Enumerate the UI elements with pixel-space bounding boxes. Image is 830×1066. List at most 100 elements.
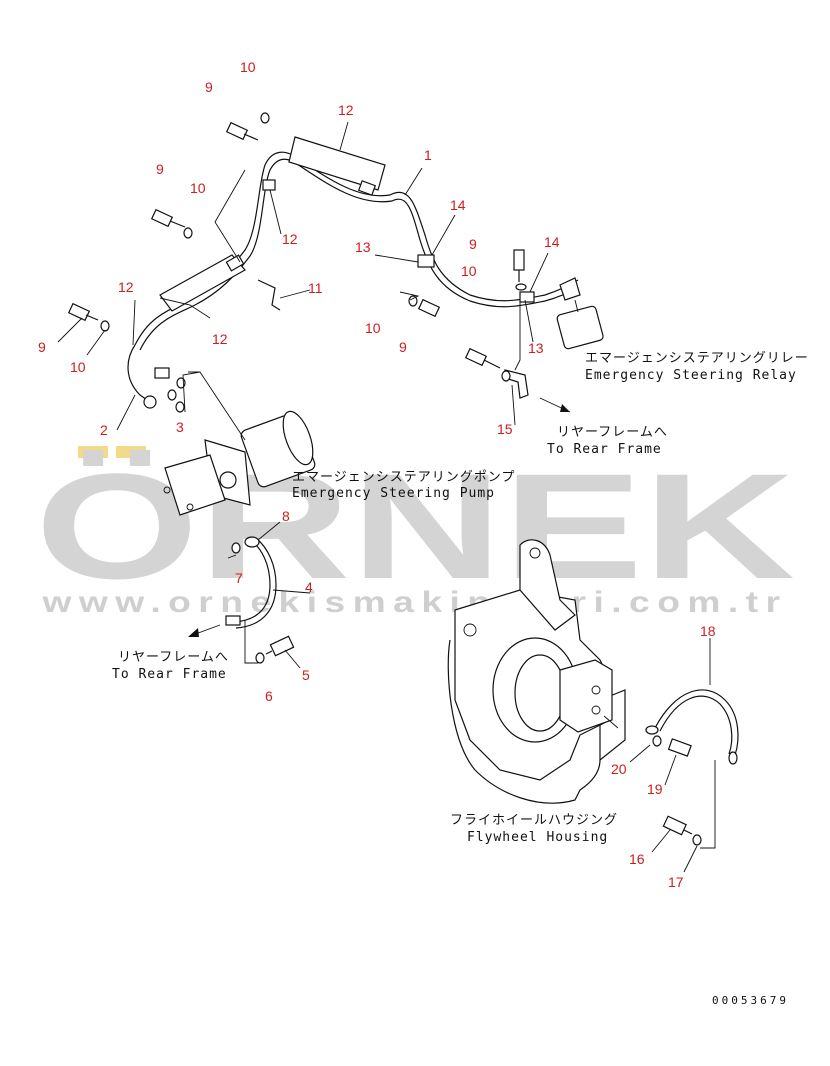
part-number-9-c: 9 [38, 339, 46, 355]
part-number-5: 5 [302, 667, 310, 683]
bolt-9b [150, 208, 186, 228]
protector-sleeve-lower [159, 254, 246, 312]
part-number-17: 17 [668, 874, 684, 890]
part-number-16: 16 [629, 851, 645, 867]
arrow-rear-1-head [560, 404, 570, 412]
part-number-7: 7 [235, 570, 243, 586]
terminal-clip [154, 367, 170, 379]
watermark-url: www.ornekismakinalari.com.tr [41, 586, 787, 619]
part-number-9-d: 9 [469, 236, 477, 252]
bolt-9d-body [513, 249, 525, 271]
part-number-9-a: 9 [205, 79, 213, 95]
bolt-9d [513, 249, 525, 282]
part-number-10-d: 10 [461, 263, 477, 279]
watermark: ÖRNEK www.ornekismakinalari.com.tr [35, 442, 795, 619]
part-number-12-b: 12 [282, 231, 298, 247]
washer-10b [183, 227, 193, 239]
pump-motor-end [282, 410, 314, 466]
block-hole-2 [591, 705, 601, 715]
rear-frame-label-2-jp: リヤーフレームへ [118, 650, 229, 665]
clamp-1 [225, 254, 245, 272]
washer-17 [692, 834, 702, 846]
washer-10a [260, 112, 270, 124]
housing-block [559, 659, 613, 733]
washer-7 [231, 542, 241, 554]
flywheel-label-jp: フライホイールハウジング [450, 813, 618, 828]
part-number-12-a: 12 [338, 102, 354, 118]
rear-frame-label-1-en: To Rear Frame [547, 442, 662, 457]
terminal-2 [143, 395, 157, 409]
flywheel-label-en: Flywheel Housing [467, 830, 608, 845]
flywheel-housing-ear [519, 539, 576, 631]
relay-label-jp: エマージェンシステアリングリレー [585, 351, 809, 366]
washer-10f [501, 370, 511, 382]
terminal-18b [728, 751, 738, 765]
part-number-19: 19 [647, 781, 663, 797]
part-number-10-e: 10 [365, 320, 381, 336]
washer-10e [408, 295, 418, 307]
upper-harness [67, 112, 604, 413]
part-number-8: 8 [282, 508, 290, 524]
part-number-10-b: 10 [190, 180, 206, 196]
part-number-10-c: 10 [70, 359, 86, 375]
part-number-18: 18 [700, 623, 716, 639]
part-number-6: 6 [265, 688, 273, 704]
part-number-10-a: 10 [240, 59, 256, 75]
washer-6 [255, 652, 265, 664]
part-number-1: 1 [424, 147, 432, 163]
flywheel-housing [447, 539, 626, 804]
pump-label-en: Emergency Steering Pump [292, 486, 495, 501]
protector-sleeve-upper [288, 136, 386, 191]
housing-hole [463, 623, 477, 637]
washer-3b [167, 389, 177, 401]
part-number-12-c: 12 [118, 279, 134, 295]
part-number-14-a: 14 [450, 197, 466, 213]
bolt-16 [662, 815, 693, 836]
washer-3c [175, 401, 185, 413]
part-number-4: 4 [305, 579, 313, 595]
part-number-14-b: 14 [544, 234, 560, 250]
washer-10c [100, 320, 110, 332]
terminal-18a [645, 725, 659, 735]
clamp-3 [357, 180, 377, 196]
part-number-2: 2 [100, 422, 108, 438]
ear-hole [529, 547, 541, 559]
emergency-steering-relay [556, 305, 604, 350]
part-number-12-d: 12 [212, 331, 228, 347]
cable-2 [127, 344, 151, 403]
bracket-11 [257, 279, 281, 311]
washer-10d [515, 283, 527, 291]
pump-bolt-hole-2 [186, 503, 194, 511]
part-number-9-e: 9 [399, 339, 407, 355]
rear-frame-label-2-en: To Rear Frame [112, 667, 227, 682]
rear-frame-label-1-jp: リヤーフレームへ [557, 425, 668, 440]
pump-label-jp: エマージェンシステアリングポンプ [292, 470, 515, 485]
pump-port [219, 471, 237, 489]
watermark-brand: ÖRNEK [35, 442, 795, 610]
cable-4-end [225, 615, 241, 626]
watermark-accent-1 [78, 446, 108, 458]
cable-18-outline [659, 695, 733, 755]
relay-connector [559, 277, 581, 301]
terminal-8 [244, 536, 260, 548]
part-number-13-a: 13 [355, 239, 371, 255]
part-number-11: 11 [308, 280, 323, 296]
clamp-4 [417, 254, 435, 268]
cable-18 [654, 689, 739, 756]
arrow-rear-2-head [188, 628, 199, 637]
washer-20 [652, 735, 662, 747]
emergency-steering-pump [163, 410, 316, 516]
part-number-13-b: 13 [528, 340, 544, 356]
clamp-2 [262, 179, 276, 191]
part-number-3: 3 [176, 419, 184, 435]
block-hole-1 [591, 685, 601, 695]
harness-cable-1-outline [139, 158, 579, 351]
watermark-accent-2 [116, 446, 146, 458]
housing-bore-inner [514, 654, 566, 732]
drawing-code: 00053679 [712, 994, 789, 1007]
pump-body [164, 454, 226, 516]
cable-4-outline [235, 537, 277, 629]
bolt-5 [265, 635, 295, 657]
